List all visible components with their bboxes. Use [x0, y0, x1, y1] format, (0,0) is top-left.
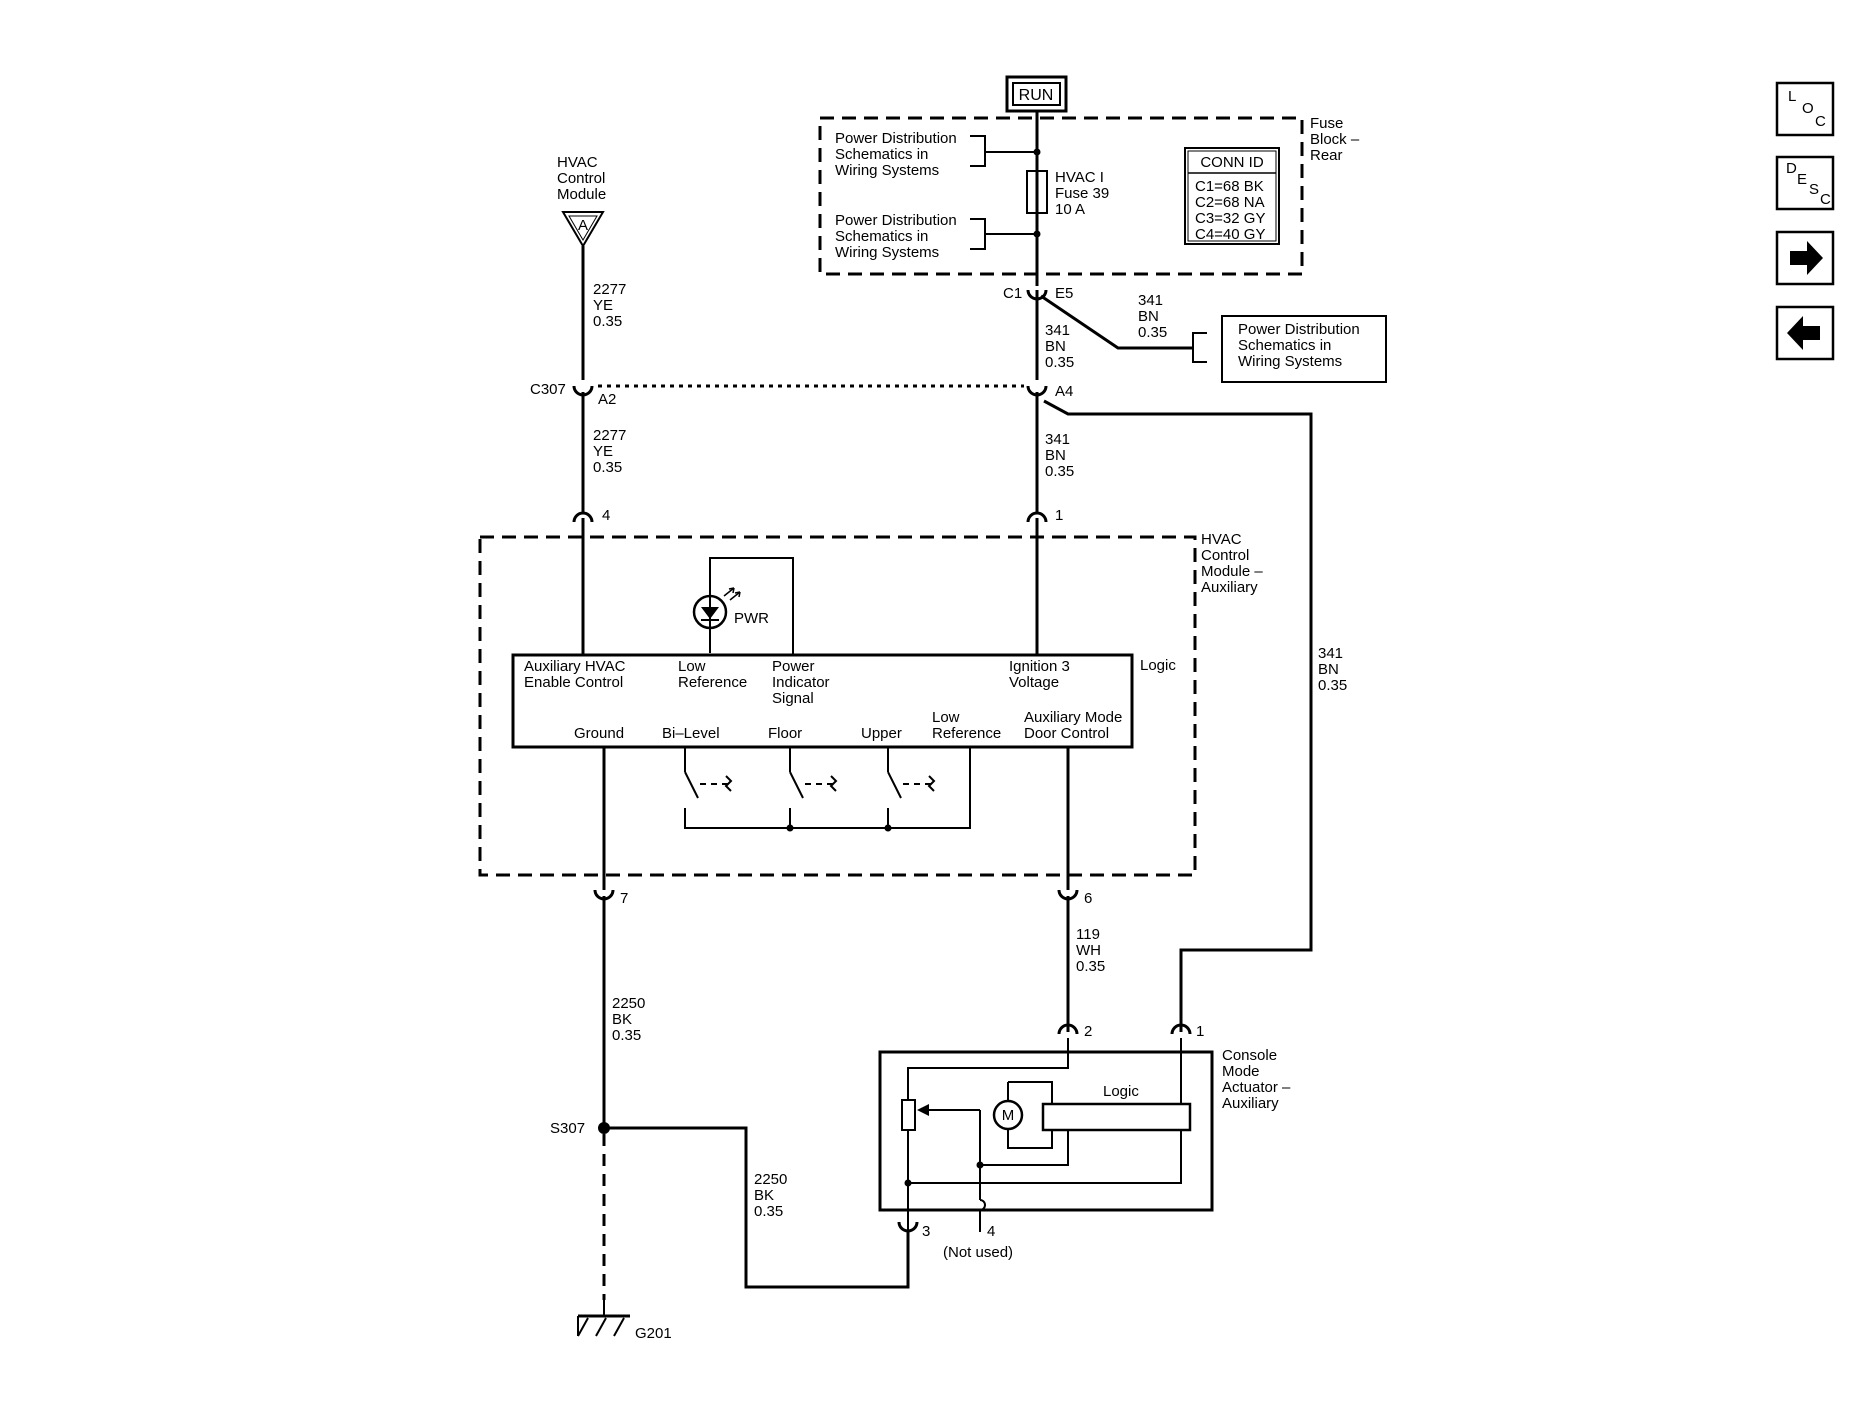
- wire-341-long-label: 341 BN 0.35: [1318, 645, 1347, 694]
- svg-text:C1: C1: [1003, 285, 1022, 302]
- left-arrow-icon: [1787, 316, 1820, 350]
- svg-text:6: 6: [1084, 890, 1092, 907]
- not-used-label: (Not used): [943, 1244, 1013, 1261]
- svg-text:HVAC Control Modul: HVAC Control Module: [557, 154, 610, 203]
- pin-low-ref-top-label: Low Reference: [678, 658, 747, 691]
- aux-module-bottom-pins: 7 6: [593, 889, 1092, 907]
- power-dist-top-label: Power Distribution Schematics in Wiring …: [835, 130, 961, 179]
- pin-ignition3-label: Ignition 3 Voltage: [1009, 658, 1074, 691]
- svg-text:C2=68 NA: C2=68 NA: [1195, 194, 1265, 211]
- svg-text:D: D: [1786, 160, 1797, 177]
- mode-switches: [684, 748, 971, 832]
- wire-341-mid-label: 341 BN 0.35: [1045, 431, 1074, 480]
- actuator-logic-label: Logic: [1103, 1083, 1139, 1100]
- svg-text:A2: A2: [598, 391, 616, 408]
- pin-floor-label: Floor: [768, 725, 802, 742]
- fuse-block-title: Fuse Block – Rear: [1310, 115, 1363, 164]
- hvac-control-module: HVAC Control Module A: [557, 154, 610, 248]
- pin-aux-enable-label: Auxiliary HVAC Enable Control: [524, 658, 630, 691]
- console-mode-actuator: 2 1 Console Mode Actuator – Auxiliary M …: [878, 1023, 1295, 1261]
- pin-upper-label: Upper: [861, 725, 902, 742]
- wire-341-right-label: 341 BN 0.35: [1138, 292, 1167, 341]
- svg-text:7: 7: [620, 890, 628, 907]
- wire-2277-top-label: 2277 YE 0.35: [593, 281, 631, 330]
- svg-text:CONN ID: CONN ID: [1200, 154, 1264, 171]
- desc-button[interactable]: D E S C: [1775, 155, 1835, 211]
- svg-text:PWR: PWR: [734, 610, 769, 627]
- svg-text:S307: S307: [550, 1120, 585, 1137]
- power-dist-bottom-label: Power Distribution Schematics in Wiring …: [835, 212, 961, 261]
- loc-button[interactable]: L O C: [1775, 81, 1835, 137]
- connector-c307: C307 A2 A4: [530, 381, 1073, 408]
- svg-text:E5: E5: [1055, 285, 1073, 302]
- motor-icon: M: [992, 1081, 1053, 1149]
- svg-text:L: L: [1788, 88, 1796, 105]
- splice-s307: S307: [550, 1120, 610, 1137]
- svg-text:A: A: [578, 217, 588, 234]
- fuse-block-rear: Fuse Block – Rear Power Distribution Sch…: [818, 115, 1363, 276]
- prev-button[interactable]: [1775, 305, 1835, 361]
- svg-text:S: S: [1809, 181, 1819, 198]
- svg-text:O: O: [1802, 100, 1814, 117]
- svg-text:E: E: [1797, 171, 1807, 188]
- pin-power-indicator-label: Power Indicator Signal: [772, 658, 834, 707]
- pin-low-ref-bottom-label: Low Reference: [932, 709, 1001, 742]
- conn-id-table: CONN ID C1=68 BK C2=68 NA C3=32 GY C4=40…: [1184, 147, 1280, 245]
- right-arrow-icon: [1790, 241, 1823, 275]
- aux-module-top-pins: 4 1: [572, 507, 1063, 524]
- svg-text:M: M: [1002, 1107, 1015, 1124]
- svg-text:1: 1: [1196, 1023, 1204, 1040]
- svg-text:4: 4: [987, 1223, 995, 1240]
- pin-bilevel-label: Bi–Level: [662, 725, 720, 742]
- wire-119-label: 119 WH 0.35: [1076, 926, 1105, 975]
- hvac-aux-module: HVAC Control Module – Auxiliary PWR Logi…: [478, 531, 1267, 877]
- wire-2277-mid-label: 2277 YE 0.35: [593, 427, 631, 476]
- aux-logic-label: Logic: [1140, 657, 1176, 674]
- svg-text:1: 1: [1055, 507, 1063, 524]
- svg-text:4: 4: [602, 507, 610, 524]
- svg-text:C1=68 BK: C1=68 BK: [1195, 178, 1264, 195]
- svg-text:Power Distribution Schem: Power Distribution Schematics in Wiring …: [1238, 321, 1364, 370]
- svg-text:C4=40 GY: C4=40 GY: [1195, 226, 1265, 243]
- svg-text:2: 2: [1084, 1023, 1092, 1040]
- pwr-indicator: PWR: [692, 557, 794, 657]
- svg-text:A4: A4: [1055, 383, 1073, 400]
- svg-text:G201: G201: [635, 1325, 672, 1342]
- wire-2250-vert-label: 2250 BK 0.35: [612, 995, 650, 1044]
- svg-text:C: C: [1820, 191, 1831, 208]
- wire-2250-horiz-label: 2250 BK 0.35: [754, 1171, 792, 1220]
- svg-text:C307: C307: [530, 381, 566, 398]
- svg-text:C3=32 GY: C3=32 GY: [1195, 210, 1265, 227]
- next-button[interactable]: [1775, 230, 1835, 286]
- run-label: RUN: [1019, 87, 1054, 104]
- svg-text:C: C: [1815, 113, 1826, 130]
- ground-g201: G201: [577, 1300, 672, 1342]
- aux-module-title: HVAC Control Module – Auxiliary: [1201, 531, 1267, 596]
- power-dist-right: Power Distribution Schematics in Wiring …: [1221, 315, 1387, 383]
- pin-aux-mode-label: Auxiliary Mode Door Control: [1024, 709, 1127, 742]
- wire-341-left-label: 341 BN 0.35: [1045, 322, 1074, 371]
- run-power-source: RUN: [1005, 75, 1068, 113]
- potentiometer-icon: [901, 1099, 916, 1131]
- svg-text:3: 3: [922, 1223, 930, 1240]
- actuator-title: Console Mode Actuator – Auxiliary: [1222, 1047, 1295, 1112]
- pin-ground-label: Ground: [574, 725, 624, 742]
- fuse-label: HVAC I Fuse 39 10 A: [1055, 169, 1113, 218]
